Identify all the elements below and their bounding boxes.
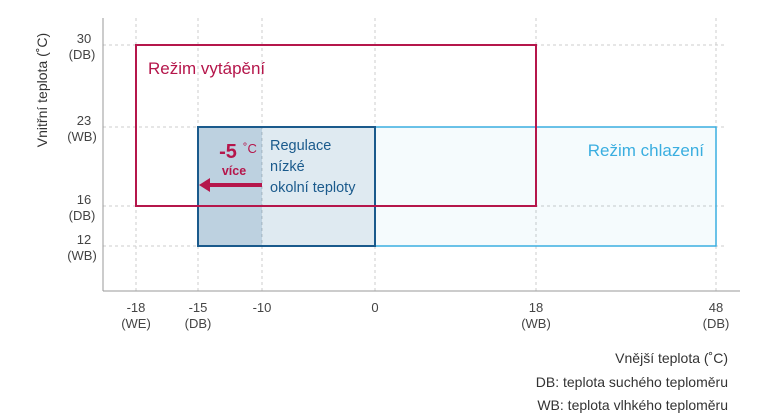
x-tick-sublabel: (WE) [121,316,151,331]
x-tick-label: 18 [529,300,543,315]
y-tick-label: 23 [77,113,91,128]
x-tick-sublabel: (DB) [185,316,212,331]
cooling-region-label: Režim chlazení [588,141,704,160]
x-axis-title: Vnější teplota (˚C) [615,350,728,366]
db-legend-note: DB: teplota suchého teploměru [535,374,728,390]
heating-region-label: Režim vytápění [148,59,265,78]
low-temp-region-label: nízké [270,159,305,175]
x-tick-label: 0 [371,300,378,315]
y-tick-sublabel: (DB) [69,47,96,62]
annotation-value: -5 [219,141,237,163]
y-tick-sublabel: (WB) [67,129,97,144]
y-tick-label: 12 [77,232,91,247]
x-tick-label: -15 [189,300,208,315]
chart: 30(DB)23(WB)16(DB)12(WB)-18(WE)-15(DB)-1… [34,18,740,331]
x-tick-label: 48 [709,300,723,315]
annotation-text: více [222,164,246,178]
x-tick-sublabel: (WB) [521,316,551,331]
y-tick-label: 30 [77,31,91,46]
y-axis-title: Vnitřní teplota (˚C) [34,33,50,147]
x-tick-label: -18 [127,300,146,315]
wb-legend-note: WB: teplota vlhkého teploměru [537,397,728,413]
cooling-region [197,126,717,247]
y-tick-sublabel: (DB) [69,208,96,223]
heating-region [135,44,537,207]
low-temp-region-label: okolní teploty [270,180,356,196]
x-tick-label: -10 [253,300,272,315]
annotation-unit: ˚C [243,141,257,156]
y-tick-sublabel: (WB) [67,248,97,263]
low-temp-region-label: Regulace [270,138,331,154]
x-tick-sublabel: (DB) [703,316,730,331]
annotation-arrow-head [199,178,210,192]
y-tick-label: 16 [77,192,91,207]
low-temp-region-border [197,126,376,247]
